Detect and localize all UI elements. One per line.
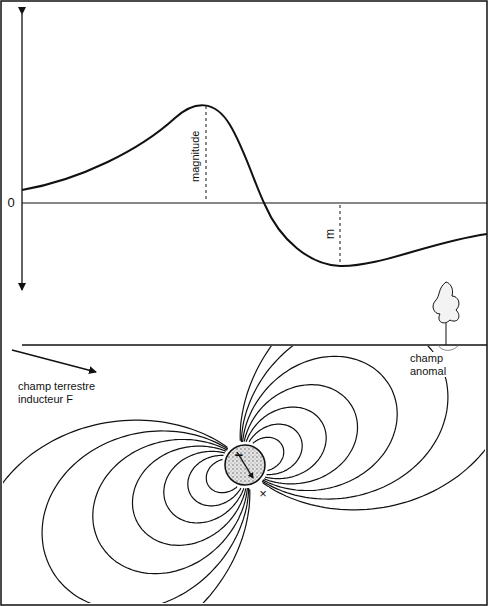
- anomalous-field-label: champ anomal: [408, 352, 478, 377]
- field-line: [42, 431, 249, 603]
- field-line: [243, 356, 398, 490]
- zero-line: [22, 202, 487, 203]
- magnitude-label: magnitude: [190, 130, 203, 181]
- magnetized-sphere: [225, 445, 265, 485]
- tree: [433, 282, 459, 350]
- pole-sign: −: [235, 446, 244, 463]
- inducing-field-label: champ terrestre inducteur F: [16, 380, 102, 405]
- value-axis: [21, 14, 22, 290]
- anomaly-curve: [22, 105, 487, 266]
- field-line: [240, 346, 485, 510]
- m-label: m: [324, 229, 338, 239]
- field-line: [93, 440, 248, 574]
- ground-line: [22, 344, 487, 345]
- magnitude-line: [206, 106, 207, 201]
- inducing-field-arrow: [12, 350, 96, 372]
- field-line: [3, 420, 250, 603]
- pole-sign: ×: [257, 487, 269, 502]
- m-line: [340, 205, 341, 264]
- zero-label: 0: [7, 196, 14, 211]
- field-lines: [3, 346, 485, 603]
